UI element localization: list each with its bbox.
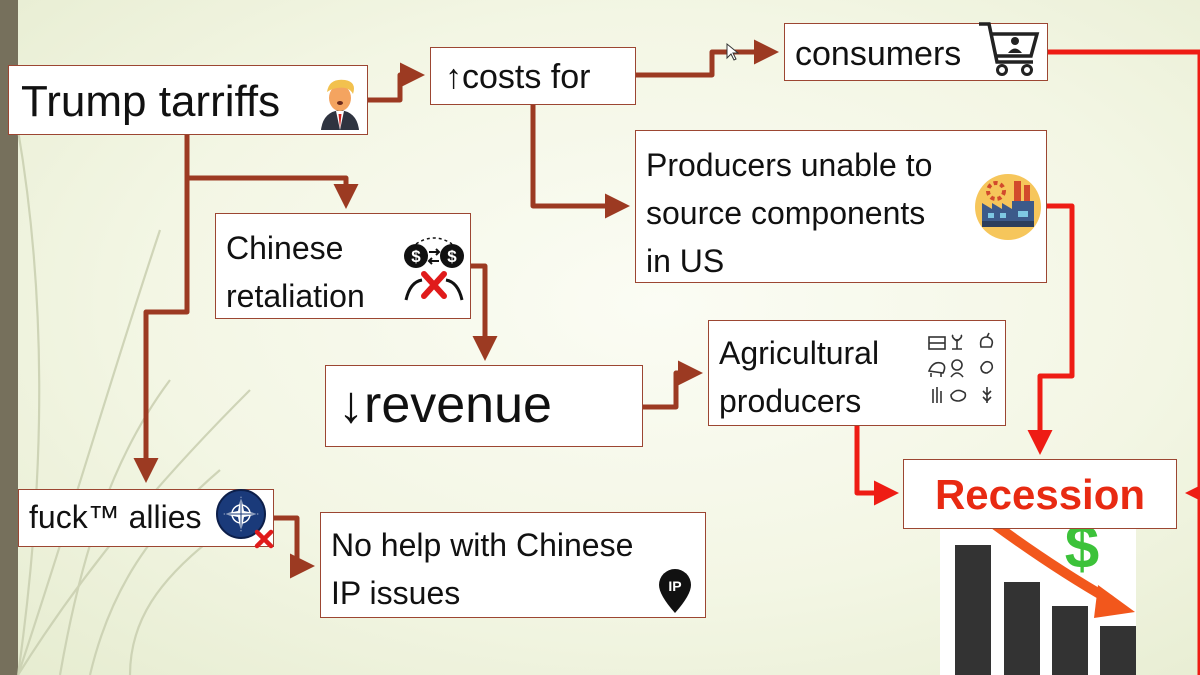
edge-costs-to-producers (530, 105, 630, 219)
node-no-ip-help-label: No help with Chinese IP issues (331, 527, 634, 611)
node-trump-tariffs-label: Trump tarriffs (21, 77, 281, 126)
svg-text:IP: IP (668, 578, 681, 594)
decorative-leaf-lines (16, 129, 251, 675)
edge-costs-to-consumers (636, 39, 779, 78)
node-consumers-label: consumers (795, 35, 962, 73)
edge-trump-to-costs (368, 62, 425, 103)
node-consumers: consumers (784, 22, 1048, 81)
node-revenue: ↓revenue (325, 365, 643, 447)
svg-text:$: $ (411, 247, 421, 266)
node-costs-for-label: ↑costs for (445, 58, 591, 96)
node-trump-tariffs: Trump tarriffs (8, 65, 368, 135)
edge-agri-to-recession (854, 426, 899, 506)
ip-location-icon: IP (659, 569, 691, 613)
node-agricultural-producers: Agricultural producers (708, 320, 1006, 426)
node-recession: Recession (903, 459, 1177, 529)
node-allies-label: fuck™ allies (29, 499, 202, 535)
node-producers-unable: Producers unable to source components in… (635, 130, 1047, 283)
edge-chinese-to-revenue (471, 263, 498, 361)
slide-sidebar-stripe (0, 0, 18, 675)
edge-allies-to-noip (274, 515, 315, 579)
node-recession-label: Recession (934, 471, 1146, 518)
node-no-ip-help: No help with Chinese IP issues IP (320, 512, 706, 618)
factory-icon (975, 174, 1041, 240)
falling-bar-chart-icon: $ (940, 495, 1136, 675)
node-revenue-label: ↓revenue (338, 376, 552, 434)
node-costs-for: ↑costs for (430, 47, 636, 105)
node-agricultural-producers-label: Agricultural producers (719, 335, 880, 419)
mouse-cursor-icon (726, 42, 740, 61)
edge-revenue-to-agri (643, 360, 703, 410)
shopping-cart-icon (979, 22, 1040, 76)
edge-trump-to-allies (133, 178, 190, 483)
nato-emblem-icon (216, 489, 274, 549)
svg-text:$: $ (447, 247, 457, 266)
edge-producers-to-recession (1027, 203, 1075, 455)
trade-cancel-icon: $ $ (404, 237, 464, 301)
farm-grid-icon (927, 332, 994, 403)
trump-avatar-icon (321, 79, 359, 130)
edge-consumers-to-recession (1048, 49, 1200, 675)
node-chinese-retaliation: Chinese retaliation $ $ (215, 213, 471, 319)
node-producers-unable-label: Producers unable to source components in… (646, 147, 933, 279)
node-chinese-retaliation-label: Chinese retaliation (226, 230, 365, 314)
edge-trump-to-chinese (184, 135, 359, 209)
node-allies: fuck™ allies (18, 489, 274, 549)
